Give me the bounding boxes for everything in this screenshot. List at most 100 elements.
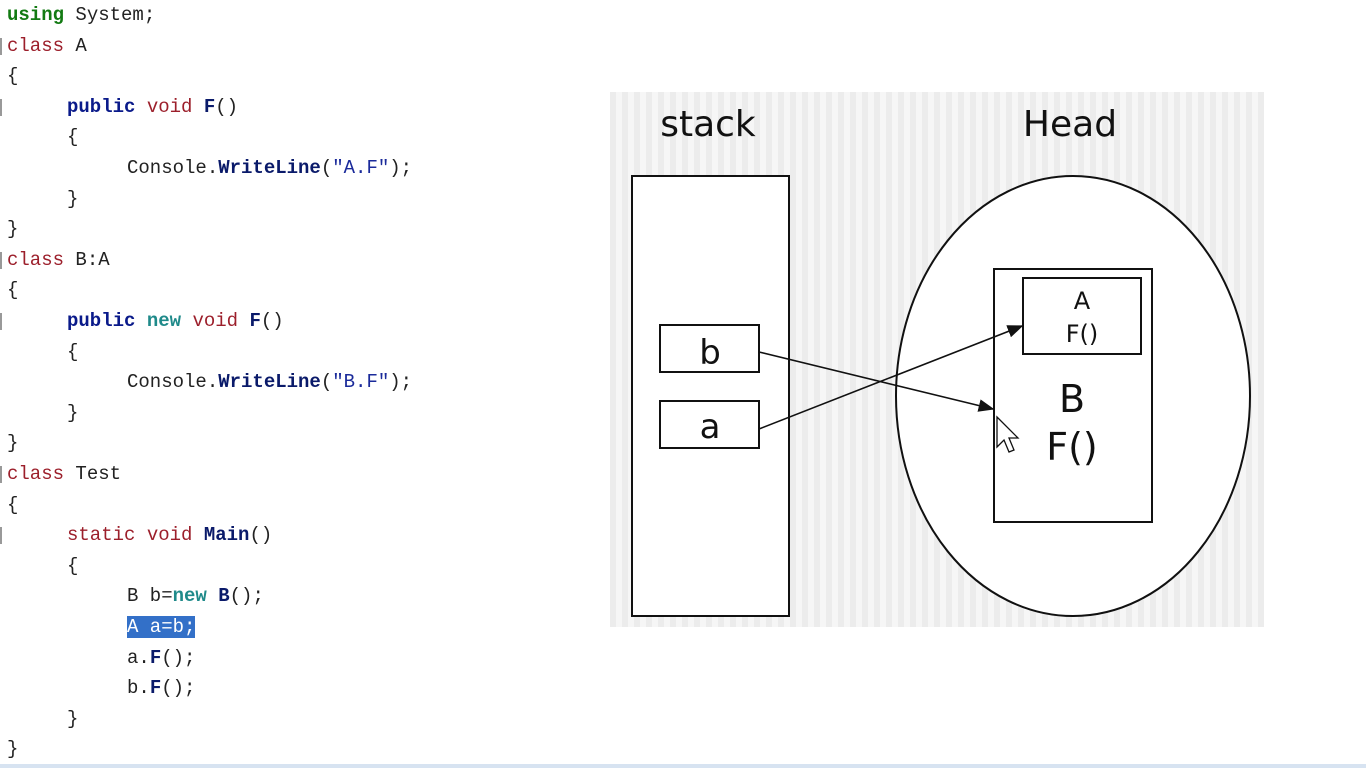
code-token: class	[7, 34, 65, 57]
code-line[interactable]: A a=b;	[127, 612, 196, 642]
code-line[interactable]: }	[67, 184, 78, 214]
code-token: (	[320, 371, 333, 394]
code-token: {	[67, 126, 79, 149]
code-token: Console.	[127, 157, 219, 179]
code-token: F	[149, 677, 162, 700]
code-token: new	[172, 585, 207, 608]
code-token: a.	[127, 646, 150, 669]
code-token	[135, 92, 146, 122]
code-token: using	[7, 4, 65, 26]
code-token	[135, 520, 146, 550]
object-a-part-box	[1022, 277, 1142, 355]
code-token: }	[7, 432, 19, 455]
code-token: {	[67, 554, 79, 577]
code-token: B b=	[127, 585, 173, 608]
code-token: B	[218, 585, 230, 608]
code-token: }	[67, 401, 79, 424]
code-token: ()	[249, 524, 273, 547]
code-line[interactable]: }	[67, 704, 78, 734]
object-b-method: F()	[1046, 425, 1098, 469]
code-line[interactable]: }	[7, 428, 18, 458]
code-line[interactable]: Console.WriteLine("B.F");	[127, 367, 412, 397]
memory-diagram-svg: stack Head b a B F() A F()	[631, 104, 1251, 617]
code-line[interactable]: }	[7, 214, 18, 244]
code-token: A a=b;	[127, 616, 196, 638]
code-token: public	[67, 310, 136, 332]
code-line[interactable]: {	[67, 122, 78, 152]
code-token: {	[7, 279, 19, 302]
gutter-marker	[0, 313, 2, 330]
code-line[interactable]: {	[7, 61, 18, 91]
code-line[interactable]: a.F();	[127, 643, 195, 673]
code-token: class	[7, 248, 65, 271]
code-token: ();	[161, 677, 196, 700]
stack-box	[631, 175, 790, 617]
code-token: ()	[215, 95, 239, 118]
gutter-marker	[0, 37, 2, 55]
stack-var-a: a	[700, 407, 721, 447]
code-token: "A.F"	[332, 157, 390, 179]
code-token: );	[389, 157, 413, 179]
code-token: WriteLine	[218, 371, 321, 394]
code-token: {	[7, 493, 19, 516]
code-token: {	[7, 65, 19, 88]
code-token: A	[64, 34, 87, 57]
code-token: void	[146, 95, 193, 118]
code-token: "B.F"	[332, 371, 390, 394]
code-token: F	[203, 95, 216, 118]
code-line[interactable]: B b=new B();	[127, 581, 264, 611]
code-line[interactable]: Console.WriteLine("A.F");	[127, 153, 412, 183]
code-token: WriteLine	[218, 157, 321, 179]
code-token	[207, 581, 218, 611]
code-token: void	[192, 310, 239, 332]
code-token: class	[7, 463, 65, 485]
code-line[interactable]: class Test	[7, 459, 121, 489]
code-line[interactable]: b.F();	[127, 673, 195, 703]
code-line[interactable]: public void F()	[67, 92, 238, 122]
code-line[interactable]: class A	[7, 31, 87, 61]
code-token: }	[7, 738, 19, 761]
code-token: (	[320, 157, 333, 179]
code-token: Test	[64, 463, 122, 485]
code-line[interactable]: class B:A	[7, 245, 110, 275]
selected-code[interactable]: A a=b;	[127, 616, 196, 638]
code-token: }	[67, 187, 79, 210]
bottom-edge-bar	[0, 764, 1366, 768]
code-token: ();	[161, 646, 196, 669]
code-token: new	[146, 310, 182, 332]
code-token	[181, 306, 192, 336]
code-token: void	[146, 524, 193, 547]
code-line[interactable]: {	[7, 275, 18, 305]
code-token: b.	[127, 677, 150, 700]
memory-diagram: stack Head b a B F() A F()	[610, 92, 1264, 627]
code-token	[192, 92, 203, 122]
stack-var-b: b	[699, 333, 721, 373]
code-token: ();	[229, 585, 264, 608]
gutter-marker	[0, 98, 2, 116]
code-token	[238, 306, 249, 336]
code-token: {	[67, 340, 79, 363]
stack-title: stack	[660, 104, 756, 145]
code-line[interactable]: }	[7, 734, 18, 764]
code-token: );	[389, 371, 413, 394]
code-token: B:A	[64, 248, 110, 271]
code-token: F	[249, 310, 261, 332]
mouse-cursor-icon	[996, 415, 1020, 453]
code-line[interactable]: using System;	[7, 0, 155, 30]
object-b-type: B	[1059, 377, 1085, 421]
code-token: Main	[203, 524, 250, 547]
code-editor[interactable]: using System;class A{public void F(){Con…	[0, 0, 600, 768]
object-a-part-type: A	[1074, 287, 1091, 315]
heap-title: Head	[1023, 104, 1117, 145]
code-token: ()	[260, 310, 284, 332]
code-line[interactable]: public new void F()	[67, 306, 284, 336]
code-line[interactable]: {	[67, 337, 78, 367]
code-token: Console.	[127, 371, 219, 394]
code-line[interactable]: static void Main()	[67, 520, 272, 550]
gutter-marker	[0, 527, 2, 545]
code-line[interactable]: }	[67, 398, 78, 428]
code-token: }	[7, 218, 19, 241]
code-token	[135, 306, 146, 336]
code-line[interactable]: {	[7, 490, 18, 520]
code-line[interactable]: {	[67, 551, 78, 581]
